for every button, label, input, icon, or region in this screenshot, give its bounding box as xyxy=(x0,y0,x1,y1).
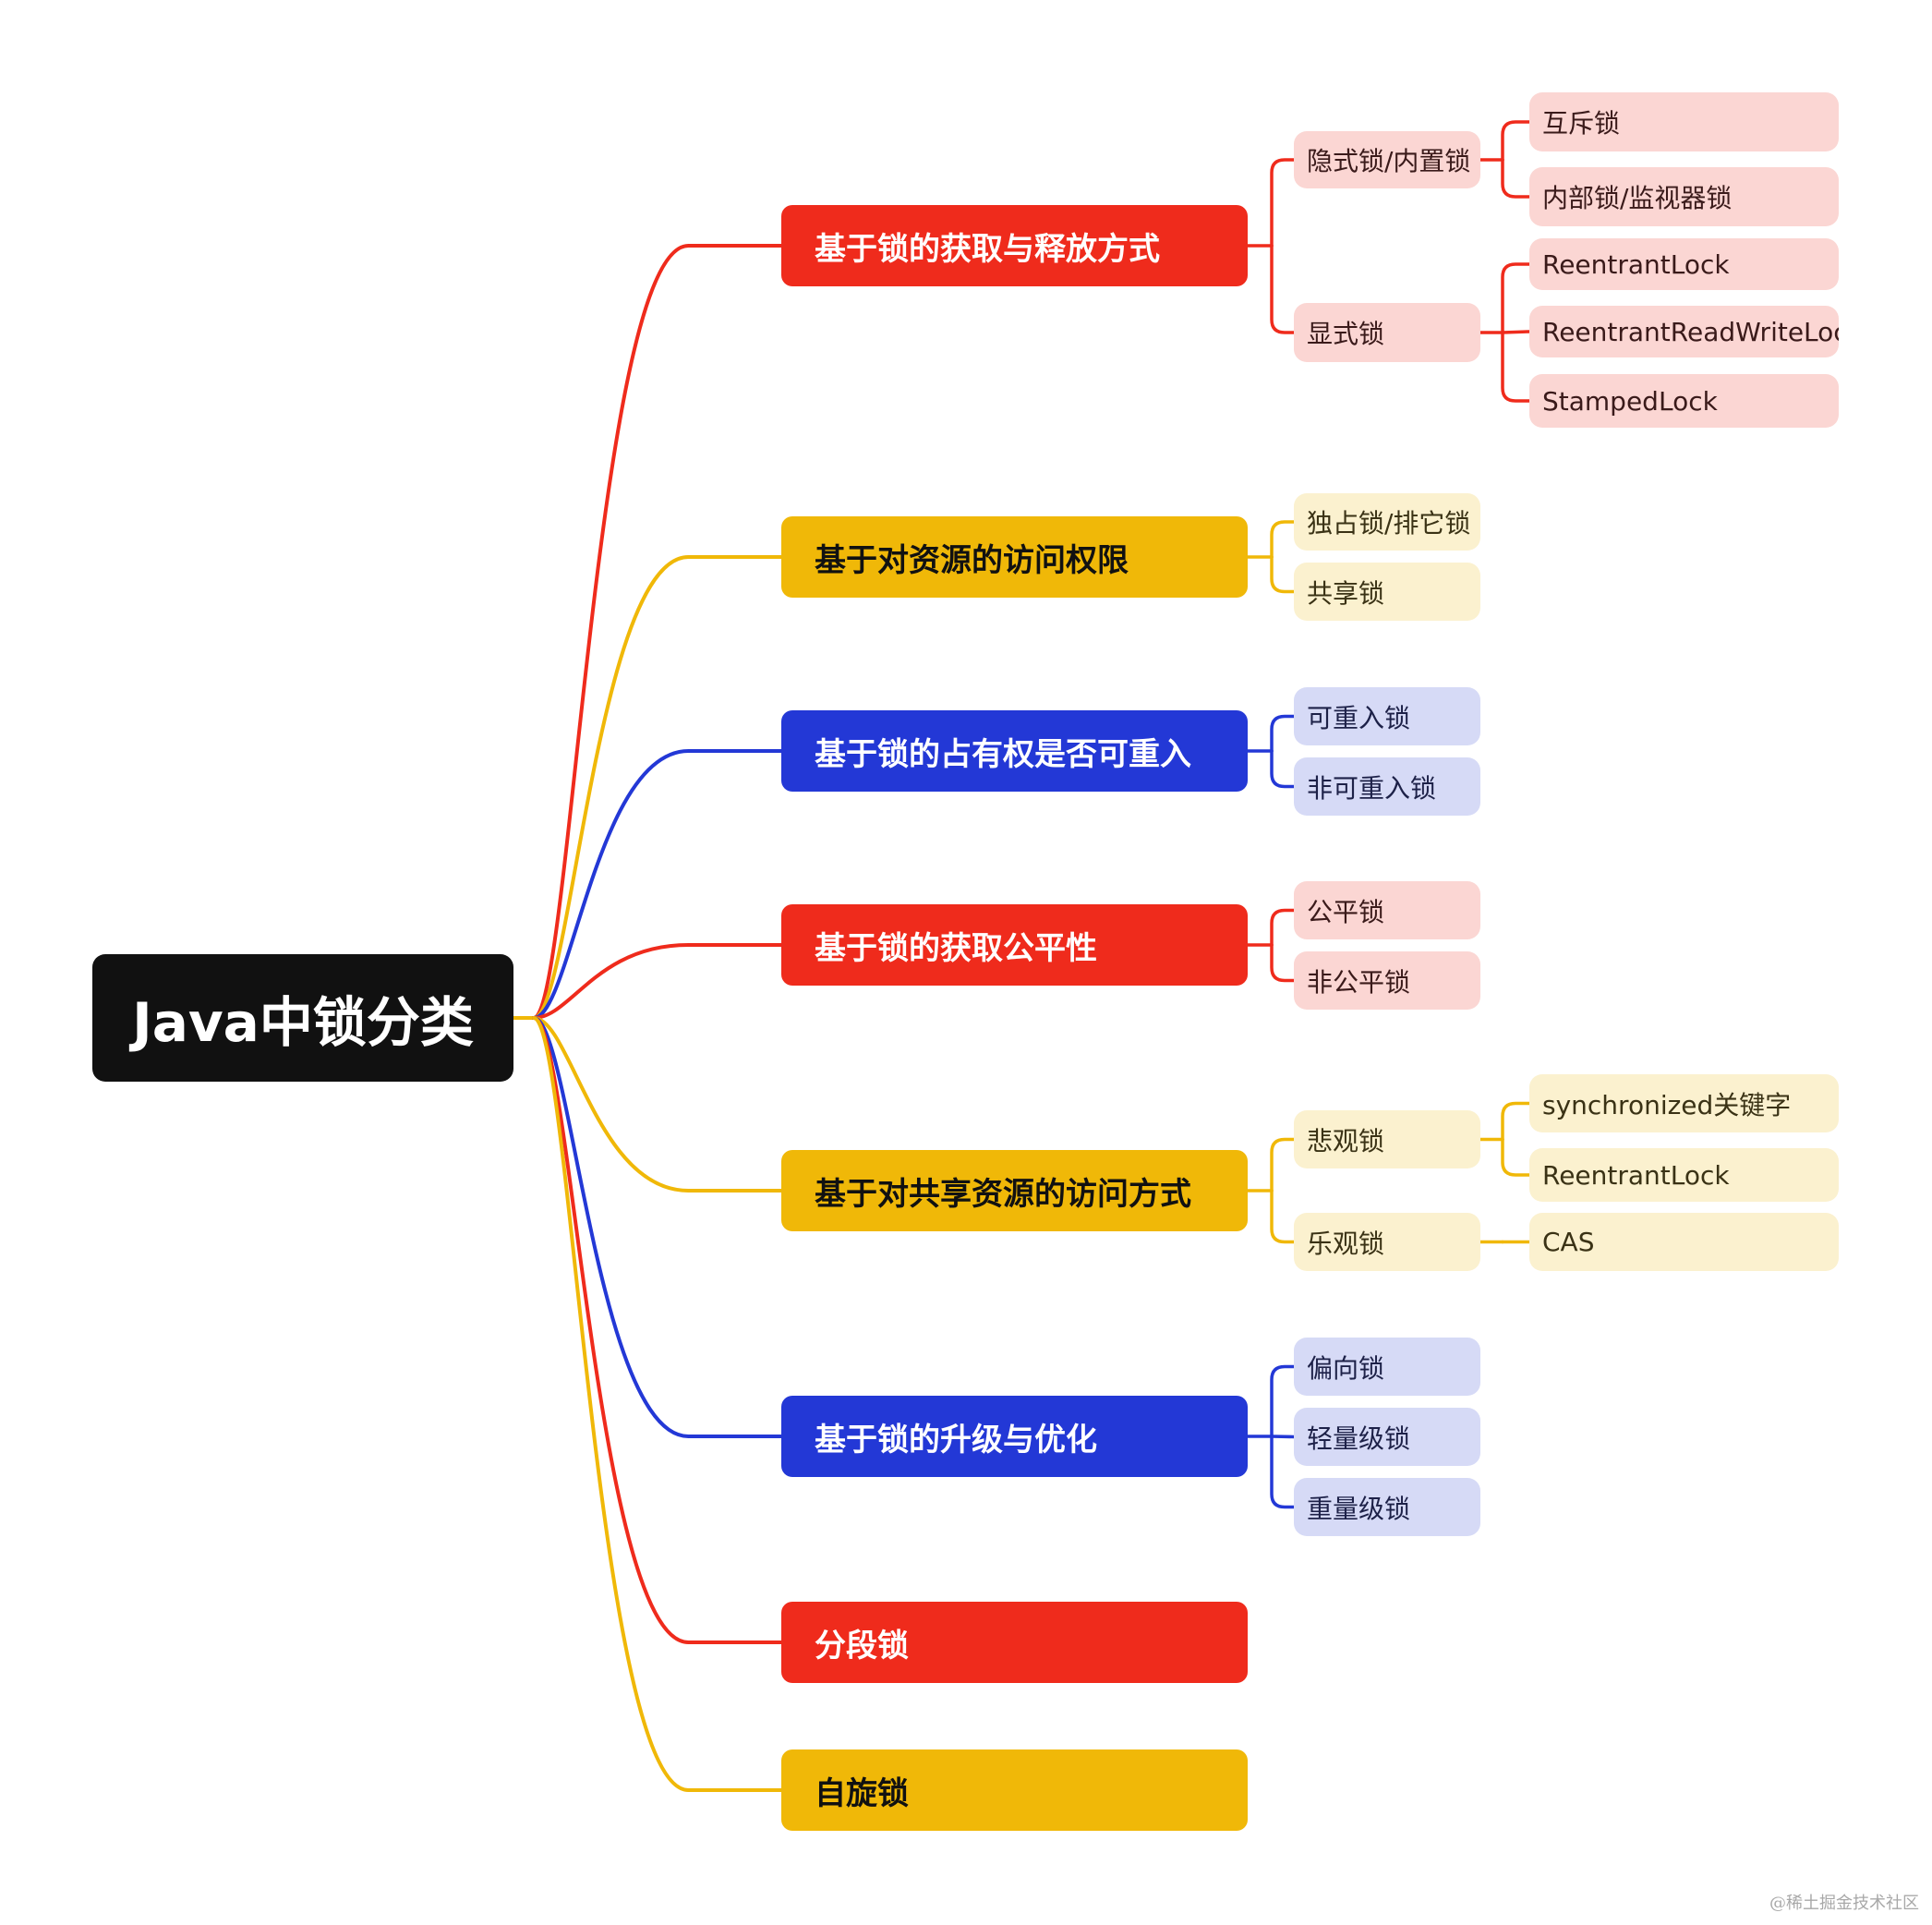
branch-reentrancy[interactable]: 基于锁的占有权是否可重入 xyxy=(781,710,1248,792)
edge-branch-reentrancy-leaf-non-reentrant xyxy=(1270,749,1296,789)
leaf-cas[interactable]: CAS xyxy=(1529,1213,1839,1271)
edge-leaf-pessimistic-lock-leaf-reentrant-lock-2 xyxy=(1501,1137,1531,1177)
edge-root-branch-acquire-release xyxy=(532,244,783,1020)
branch-label: 基于锁的获取公平性 xyxy=(815,929,1097,967)
edge-branch-upgrade-leaf-lightweight-lock xyxy=(1270,1435,1296,1439)
leaf-label: 乐观锁 xyxy=(1307,1228,1385,1259)
branch-spin-lock[interactable]: 自旋锁 xyxy=(781,1749,1248,1831)
leaf-implicit-lock[interactable]: 隐式锁/内置锁 xyxy=(1294,131,1480,188)
edge-root-branch-fairness xyxy=(532,943,783,1020)
branch-label: 基于锁的获取与释放方式 xyxy=(815,230,1160,268)
leaf-explicit-lock[interactable]: 显式锁 xyxy=(1294,303,1480,362)
edge-branch-access-method-leaf-optimistic-lock xyxy=(1270,1189,1296,1244)
leaf-fair-lock[interactable]: 公平锁 xyxy=(1294,881,1480,939)
branch-acquire-release[interactable]: 基于锁的获取与释放方式 xyxy=(781,205,1248,286)
leaf-non-reentrant[interactable]: 非可重入锁 xyxy=(1294,757,1480,816)
edge-leaf-pessimistic-lock-leaf-synchronized xyxy=(1501,1101,1531,1142)
edge-root-branch-access-permission xyxy=(532,555,783,1020)
edge-branch-upgrade-leaf-heavyweight-lock xyxy=(1270,1435,1296,1509)
leaf-label: ReentrantLock xyxy=(1542,1159,1730,1191)
leaf-reentrant-lock[interactable]: ReentrantLock xyxy=(1529,238,1839,290)
leaf-label: synchronized关键字 xyxy=(1542,1089,1792,1120)
branch-access-permission[interactable]: 基于对资源的访问权限 xyxy=(781,516,1248,598)
leaf-label: 可重入锁 xyxy=(1307,702,1411,733)
branch-label: 自旋锁 xyxy=(815,1774,909,1812)
edge-branch-access-permission-leaf-exclusive-lock xyxy=(1270,520,1296,559)
edge-branch-acquire-release-leaf-explicit-lock xyxy=(1270,244,1296,334)
branch-segment-lock[interactable]: 分段锁 xyxy=(781,1602,1248,1683)
leaf-label: ReentrantLock xyxy=(1542,248,1730,280)
branch-access-method[interactable]: 基于对共享资源的访问方式 xyxy=(781,1150,1248,1231)
leaf-label: 公平锁 xyxy=(1307,896,1385,927)
edge-branch-reentrancy-leaf-reentrant xyxy=(1270,714,1296,753)
leaf-optimistic-lock[interactable]: 乐观锁 xyxy=(1294,1213,1480,1271)
leaf-label: 重量级锁 xyxy=(1307,1493,1411,1524)
leaf-label: 非可重入锁 xyxy=(1307,772,1437,804)
leaf-label: 悲观锁 xyxy=(1307,1125,1385,1156)
edge-root-branch-reentrancy xyxy=(532,749,783,1020)
leaf-label: 共享锁 xyxy=(1307,577,1385,609)
leaf-mutex-lock[interactable]: 互斥锁 xyxy=(1529,92,1839,151)
leaf-label: 轻量级锁 xyxy=(1307,1423,1411,1454)
root-node[interactable]: Java中锁分类 xyxy=(92,954,513,1082)
leaf-label: 内部锁/监视器锁 xyxy=(1542,183,1733,213)
branch-label: 基于锁的占有权是否可重入 xyxy=(815,735,1191,773)
edge-leaf-implicit-lock-leaf-monitor-lock xyxy=(1501,158,1531,199)
leaf-label: StampedLock xyxy=(1542,385,1718,417)
edge-root-branch-spin-lock xyxy=(532,1016,783,1792)
root-label: Java中锁分类 xyxy=(132,991,474,1054)
leaf-reentrant-rw-lock[interactable]: ReentrantReadWriteLock xyxy=(1529,306,1839,357)
edge-branch-acquire-release-leaf-implicit-lock xyxy=(1270,158,1296,248)
leaf-reentrant-lock-2[interactable]: ReentrantLock xyxy=(1529,1148,1839,1202)
leaf-synchronized[interactable]: synchronized关键字 xyxy=(1529,1074,1839,1132)
watermark: @稀土掘金技术社区 xyxy=(1769,1894,1919,1913)
branch-label: 分段锁 xyxy=(815,1627,909,1665)
edge-root-branch-upgrade xyxy=(532,1016,783,1438)
edge-leaf-implicit-lock-leaf-mutex-lock xyxy=(1501,120,1531,162)
edge-root-branch-segment-lock xyxy=(532,1016,783,1644)
leaf-label: 互斥锁 xyxy=(1542,108,1621,139)
branch-label: 基于对共享资源的访问方式 xyxy=(815,1175,1191,1213)
leaf-reentrant[interactable]: 可重入锁 xyxy=(1294,687,1480,745)
leaf-shared-lock[interactable]: 共享锁 xyxy=(1294,563,1480,621)
leaf-label: 独占锁/排它锁 xyxy=(1307,508,1471,539)
leaf-stamped-lock[interactable]: StampedLock xyxy=(1529,374,1839,428)
edge-leaf-explicit-lock-leaf-reentrant-rw-lock xyxy=(1501,330,1531,334)
leaf-pessimistic-lock[interactable]: 悲观锁 xyxy=(1294,1110,1480,1168)
leaf-label: ReentrantReadWriteLock xyxy=(1542,316,1839,347)
leaf-label: 隐式锁/内置锁 xyxy=(1307,146,1471,176)
edge-branch-upgrade-leaf-biased-lock xyxy=(1270,1364,1296,1438)
branch-label: 基于对资源的访问权限 xyxy=(815,541,1129,579)
edge-branch-access-method-leaf-pessimistic-lock xyxy=(1270,1137,1296,1193)
leaf-label: CAS xyxy=(1542,1227,1595,1257)
leaf-heavyweight-lock[interactable]: 重量级锁 xyxy=(1294,1478,1480,1536)
leaf-unfair-lock[interactable]: 非公平锁 xyxy=(1294,951,1480,1010)
edge-root-branch-access-method xyxy=(532,1016,783,1193)
edge-leaf-explicit-lock-leaf-reentrant-lock xyxy=(1501,262,1531,334)
edge-branch-fairness-leaf-fair-lock xyxy=(1270,908,1296,947)
leaf-label: 非公平锁 xyxy=(1307,966,1411,998)
leaf-biased-lock[interactable]: 偏向锁 xyxy=(1294,1338,1480,1396)
leaf-monitor-lock[interactable]: 内部锁/监视器锁 xyxy=(1529,167,1839,226)
leaf-exclusive-lock[interactable]: 独占锁/排它锁 xyxy=(1294,493,1480,551)
edge-leaf-explicit-lock-leaf-stamped-lock xyxy=(1501,331,1531,403)
branch-fairness[interactable]: 基于锁的获取公平性 xyxy=(781,904,1248,986)
leaf-lightweight-lock[interactable]: 轻量级锁 xyxy=(1294,1408,1480,1466)
leaf-label: 显式锁 xyxy=(1307,319,1385,349)
leaf-label: 偏向锁 xyxy=(1307,1352,1385,1384)
edge-branch-access-permission-leaf-shared-lock xyxy=(1270,555,1296,594)
edge-branch-fairness-leaf-unfair-lock xyxy=(1270,943,1296,983)
branch-upgrade[interactable]: 基于锁的升级与优化 xyxy=(781,1396,1248,1477)
branch-label: 基于锁的升级与优化 xyxy=(815,1421,1097,1459)
